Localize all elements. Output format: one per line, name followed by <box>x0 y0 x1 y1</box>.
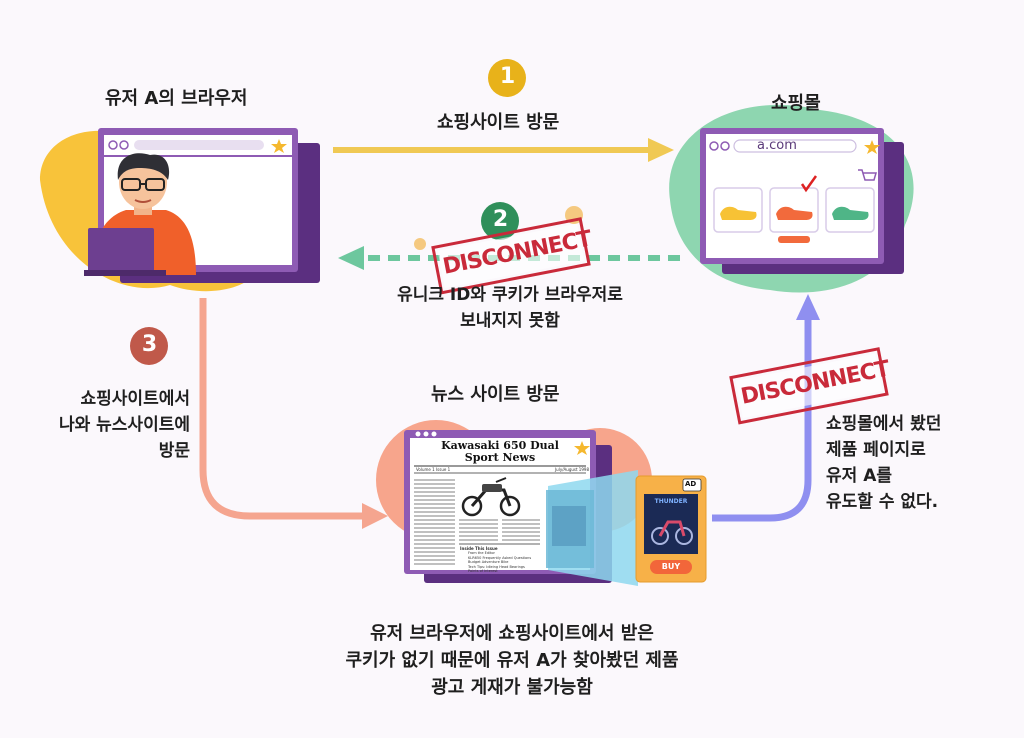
step3-text: 쇼핑사이트에서 나와 뉴스사이트에 방문 <box>30 386 190 464</box>
shop-note-line: 유저 A를 <box>826 466 892 486</box>
newspaper-date: July/August 1998 <box>555 467 589 472</box>
step3-text-line: 방문 <box>158 441 190 461</box>
step2-number: 2 <box>492 207 509 232</box>
step1-badge <box>488 59 526 97</box>
newspaper-inside-item: From the Editor <box>468 551 495 555</box>
newspaper-inside-item: Points of Interest <box>468 569 498 573</box>
shop-label: 쇼핑몰 <box>771 93 821 114</box>
newspaper-inside-item: KLR650 Frequently Asked Questions <box>468 555 532 560</box>
step1-number: 1 <box>499 64 516 89</box>
ad-illustration <box>546 470 707 586</box>
bottom-note-line: 광고 게재가 불가능함 <box>431 677 593 698</box>
shop-browser-illustration <box>669 104 914 293</box>
step2-badge <box>481 202 519 240</box>
newspaper-title: Kawasaki 650 Dual Sport News <box>410 440 590 464</box>
step1-text: 쇼핑사이트 방문 <box>437 112 560 133</box>
shop-note-line: 쇼핑몰에서 봤던 <box>826 414 942 434</box>
step2-text-line: 유니크 ID와 쿠키가 브라우저로 <box>397 285 623 305</box>
ad-badge: AD <box>685 480 697 488</box>
step3-text-line: 쇼핑사이트에서 <box>80 389 190 409</box>
step3-text-line: 나와 뉴스사이트에 <box>58 415 190 435</box>
shop-url-text: a.com <box>757 138 797 153</box>
newspaper-title-line: Kawasaki 650 Dual <box>441 439 559 452</box>
newspaper-issue: Volume 1 Issue 1 <box>416 467 451 472</box>
step2-text: 유니크 ID와 쿠키가 브라우저로 보내지지 못함 <box>360 282 660 334</box>
newspaper-inside-item: Tech Tips: Idleing Head Bearings <box>468 564 525 569</box>
redirect-arrow <box>712 294 820 522</box>
disconnect-stamp-upper <box>431 217 591 295</box>
shop-note: 쇼핑몰에서 봤던 제품 페이지로 유저 A를 유도할 수 없다. <box>826 411 941 515</box>
bottom-note-line: 유저 브라우저에 쇼핑사이트에서 받은 <box>370 623 654 644</box>
user-a-person <box>84 153 196 276</box>
newspaper-inside-heading: Inside This Issue <box>460 546 498 551</box>
news-visit-label: 뉴스 사이트 방문 <box>431 384 560 405</box>
bottom-note: 유저 브라우저에 쇼핑사이트에서 받은 쿠키가 없기 때문에 유저 A가 찾아봤… <box>262 620 762 701</box>
user-a-browser-illustration <box>40 128 320 292</box>
ad-headline: THUNDER <box>654 498 688 505</box>
shop-note-line: 유도할 수 없다. <box>826 492 939 512</box>
bottom-note-line: 쿠키가 없기 때문에 유저 A가 찾아봤던 제품 <box>345 650 679 671</box>
newspaper-title-line: Sport News <box>464 451 536 464</box>
disconnect-stamp-lower <box>729 347 889 425</box>
shop-note-line: 제품 페이지로 <box>826 440 926 460</box>
step3-arrow <box>199 298 388 529</box>
step3-badge <box>130 327 168 365</box>
step3-number: 3 <box>141 332 158 357</box>
step2-arrow <box>338 206 680 270</box>
ad-buy-button: BUY <box>661 562 681 571</box>
step1-arrow <box>333 138 674 162</box>
step2-text-line: 보내지지 못함 <box>460 311 560 331</box>
newspaper-inside-list: From the Editor KLR650 Frequently Asked … <box>468 551 531 574</box>
newspaper-inside-item: Budget Adventure Bike <box>468 560 509 564</box>
browser-a-label: 유저 A의 브라우저 <box>105 88 248 109</box>
